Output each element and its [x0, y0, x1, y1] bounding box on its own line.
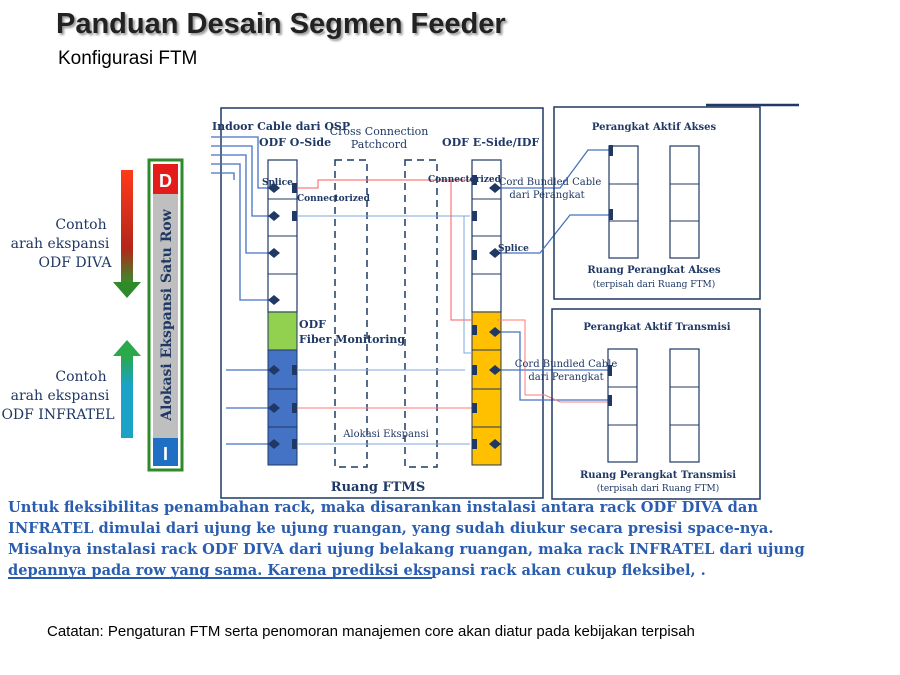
ruang-ftms-frame [220, 107, 544, 499]
odf-e-side-rack [471, 159, 502, 466]
odf-o-side-rack [267, 159, 298, 466]
odf-o-side-label: ODF O-Side [259, 136, 331, 149]
explanation-note: Untuk fleksibilitas penambahan rack, mak… [8, 499, 805, 579]
transmisi-rack-2 [669, 348, 700, 463]
lower-cables [226, 369, 272, 445]
alokasi-ekspansi-label: Alokasi Ekspansi [342, 429, 429, 440]
transmisi-rack-1 [607, 348, 638, 463]
contoh-diva-label-3: ODF DIVA [39, 255, 113, 271]
contoh-infratel-label-3: ODF INFRATEL [1, 407, 114, 423]
patchcords [297, 179, 480, 445]
akses-rack-1 [608, 145, 639, 259]
infratel-expansion-arrow [113, 340, 141, 438]
connectorized-label-right: Connectorized [428, 175, 502, 185]
ruang-transmisi-frame [551, 308, 761, 500]
cord-bundled-1b: dari Perangkat [509, 190, 584, 201]
ruang-ftms-label: Ruang FTMS [331, 480, 425, 495]
odf-fiber-monitoring-unit [267, 311, 298, 351]
red-link [450, 180, 472, 321]
cord-bundled-1a: Cord Bundled Cable [499, 177, 602, 188]
ruang-transmisi-sub: (terpisah dari Ruang FTM) [597, 483, 720, 494]
alokasi-row-label: Alokasi Ekspansi Satu Row [159, 208, 175, 421]
perangkat-akses-label: Perangkat Aktif Akses [592, 122, 717, 133]
patchcord-zone-right [404, 159, 438, 468]
page-subtitle: Konfigurasi FTM [58, 48, 198, 69]
odf-fiber-label-1: ODF [299, 318, 326, 331]
page-title: Panduan Desain Segmen Feeder [56, 8, 506, 40]
cross-connection-label-1: Cross Connection [330, 125, 429, 138]
akses-rack-2 [669, 145, 700, 259]
caption-note: Catatan: Pengaturan FTM serta penomoran … [47, 623, 695, 640]
badge-i-label: I [163, 444, 168, 464]
odf-e-side-label: ODF E-Side/IDF [442, 136, 539, 149]
red-out [497, 319, 610, 403]
splice-label-right: Splice [498, 244, 529, 254]
badge-d-label: D [159, 171, 172, 191]
cross-connection-label-2: Patchcord [351, 138, 407, 151]
contoh-infratel-label-1: Contoh [55, 369, 106, 385]
contoh-diva-label-2: arah ekspansi [11, 236, 110, 252]
badge-d [153, 164, 178, 194]
odf-fiber-label-2: Fiber Monitoring [299, 333, 405, 346]
cord-bundled-2b: dari Perangkat [528, 372, 603, 383]
cord-bundled-2a: Cord Bundled Cable [515, 359, 618, 370]
alokasi-row-bar: D I Alokasi Ekspansi Satu Row [147, 158, 184, 472]
ruang-transmisi-label: Ruang Perangkat Transmisi [580, 470, 736, 481]
diva-expansion-arrow [113, 170, 141, 298]
badge-i [153, 438, 178, 466]
ruang-akses-frame [553, 106, 761, 300]
connectorized-label-left: Connectorized [297, 194, 371, 204]
ruang-akses-label: Ruang Perangkat Akses [587, 265, 721, 276]
note-underline [8, 577, 432, 579]
perangkat-transmisi-label: Perangkat Aktif Transmisi [583, 322, 730, 333]
patchcord-zone-left [334, 159, 368, 468]
ruang-akses-sub: (terpisah dari Ruang FTM) [593, 279, 716, 290]
ftm-diagram: Contoh arah ekspansi ODF DIVA Contoh ara… [1, 103, 799, 500]
contoh-diva-label-1: Contoh [55, 217, 106, 233]
outgoing-cables-top [501, 149, 610, 401]
contoh-infratel-label-2: arah ekspansi [11, 388, 110, 404]
indoor-cable-label: Indoor Cable dari OSP [212, 120, 350, 133]
indoor-cables [211, 136, 272, 301]
blue-link [463, 216, 472, 354]
splice-label-left: Splice [262, 178, 293, 188]
